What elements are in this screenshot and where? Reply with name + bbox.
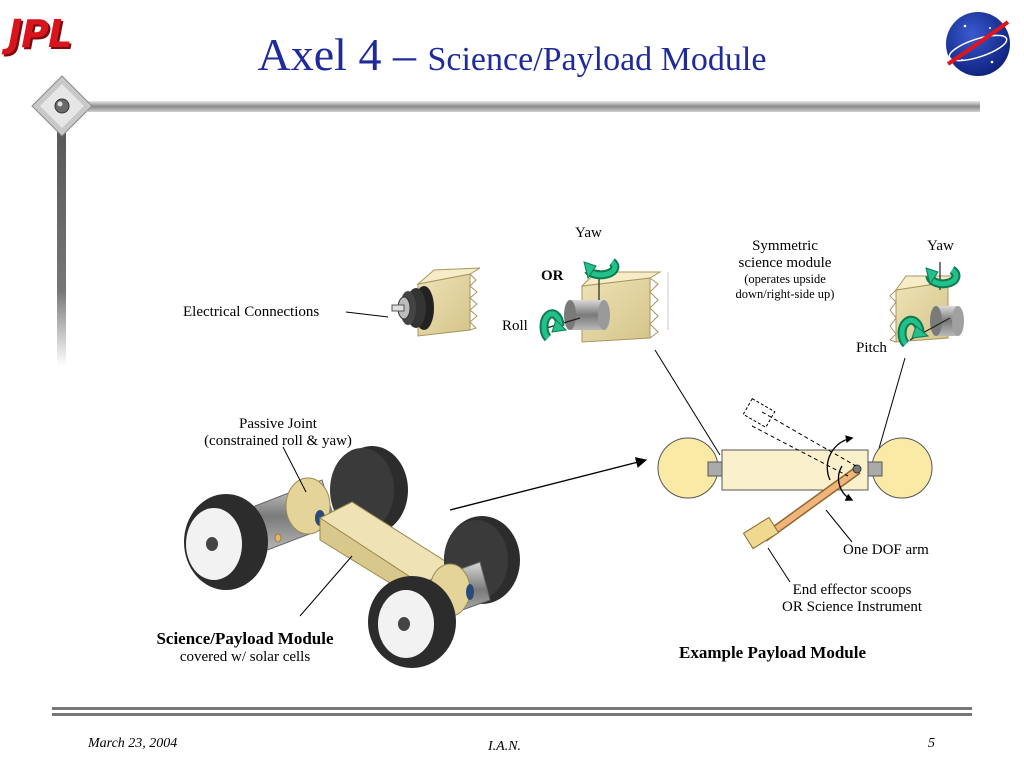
passive-joint-line-1: Passive Joint: [239, 416, 317, 432]
footer-date: March 23, 2004: [88, 736, 178, 751]
electrical-connections-label: Electrical Connections: [183, 304, 320, 320]
yaw-label: Yaw: [575, 225, 602, 241]
electrical-connector-module: [391, 267, 481, 337]
example-payload-caption: Example Payload Module: [679, 643, 867, 662]
end-effector-line-1: End effector scoops: [792, 582, 912, 598]
science-module-caption: Science/Payload Module covered w/ solar …: [128, 629, 362, 666]
header-rule: [88, 101, 980, 112]
slide-title-main: Axel 4 –: [257, 29, 428, 80]
footer-page-number: 5: [928, 736, 935, 751]
or-label: OR: [541, 268, 564, 284]
payload-schematic: [654, 349, 933, 583]
science-module-leader: [299, 555, 353, 617]
symmetric-line-1: Symmetric: [752, 238, 818, 254]
footer-author: I.A.N.: [488, 739, 522, 754]
side-rule: [57, 116, 66, 366]
symmetric-line-3: (operates upside: [744, 272, 826, 286]
jpl-logo: JPL: [8, 12, 72, 56]
science-module-title: Science/Payload Module: [156, 629, 334, 648]
passive-joint-label: Passive Joint (constrained roll & yaw): [188, 416, 368, 450]
end-effector-label: End effector scoops OR Science Instrumen…: [762, 582, 942, 616]
passive-joint-line-2: (constrained roll & yaw): [204, 433, 352, 449]
yaw-right-label: Yaw: [927, 238, 954, 254]
end-effector-line-2: OR Science Instrument: [782, 599, 922, 615]
symmetric-line-2: science module: [738, 255, 832, 271]
footer-rule-bottom: [52, 713, 972, 716]
slide-title: Axel 4 – Science/Payload Module: [0, 28, 1024, 81]
axel-rover-illustration: [184, 446, 520, 668]
roll-rotation-arrow-icon: [539, 309, 568, 342]
slide-title-sub: Science/Payload Module: [427, 41, 767, 78]
pitch-rotation-arrow-icon: [897, 315, 930, 348]
pitch-label: Pitch: [856, 340, 887, 356]
yaw-right-rotation-arrow-icon: [925, 266, 961, 289]
electrical-connections-leader: [345, 311, 389, 318]
symmetric-module-label: Symmetric science module (operates upsid…: [712, 238, 858, 302]
roll-label: Roll: [502, 318, 528, 334]
yaw-rotation-arrow-icon: [583, 258, 620, 280]
passive-joint-leader: [282, 446, 307, 493]
module-pointer-arrow: [449, 457, 648, 511]
diamond-ornament: [31, 75, 93, 137]
one-dof-arm-label: One DOF arm: [843, 542, 929, 558]
footer-rule-top: [52, 707, 972, 710]
science-module-subtitle: covered w/ solar cells: [179, 649, 311, 665]
nasa-logo-icon: [946, 12, 1010, 76]
symmetric-line-4: down/right-side up): [735, 287, 835, 301]
